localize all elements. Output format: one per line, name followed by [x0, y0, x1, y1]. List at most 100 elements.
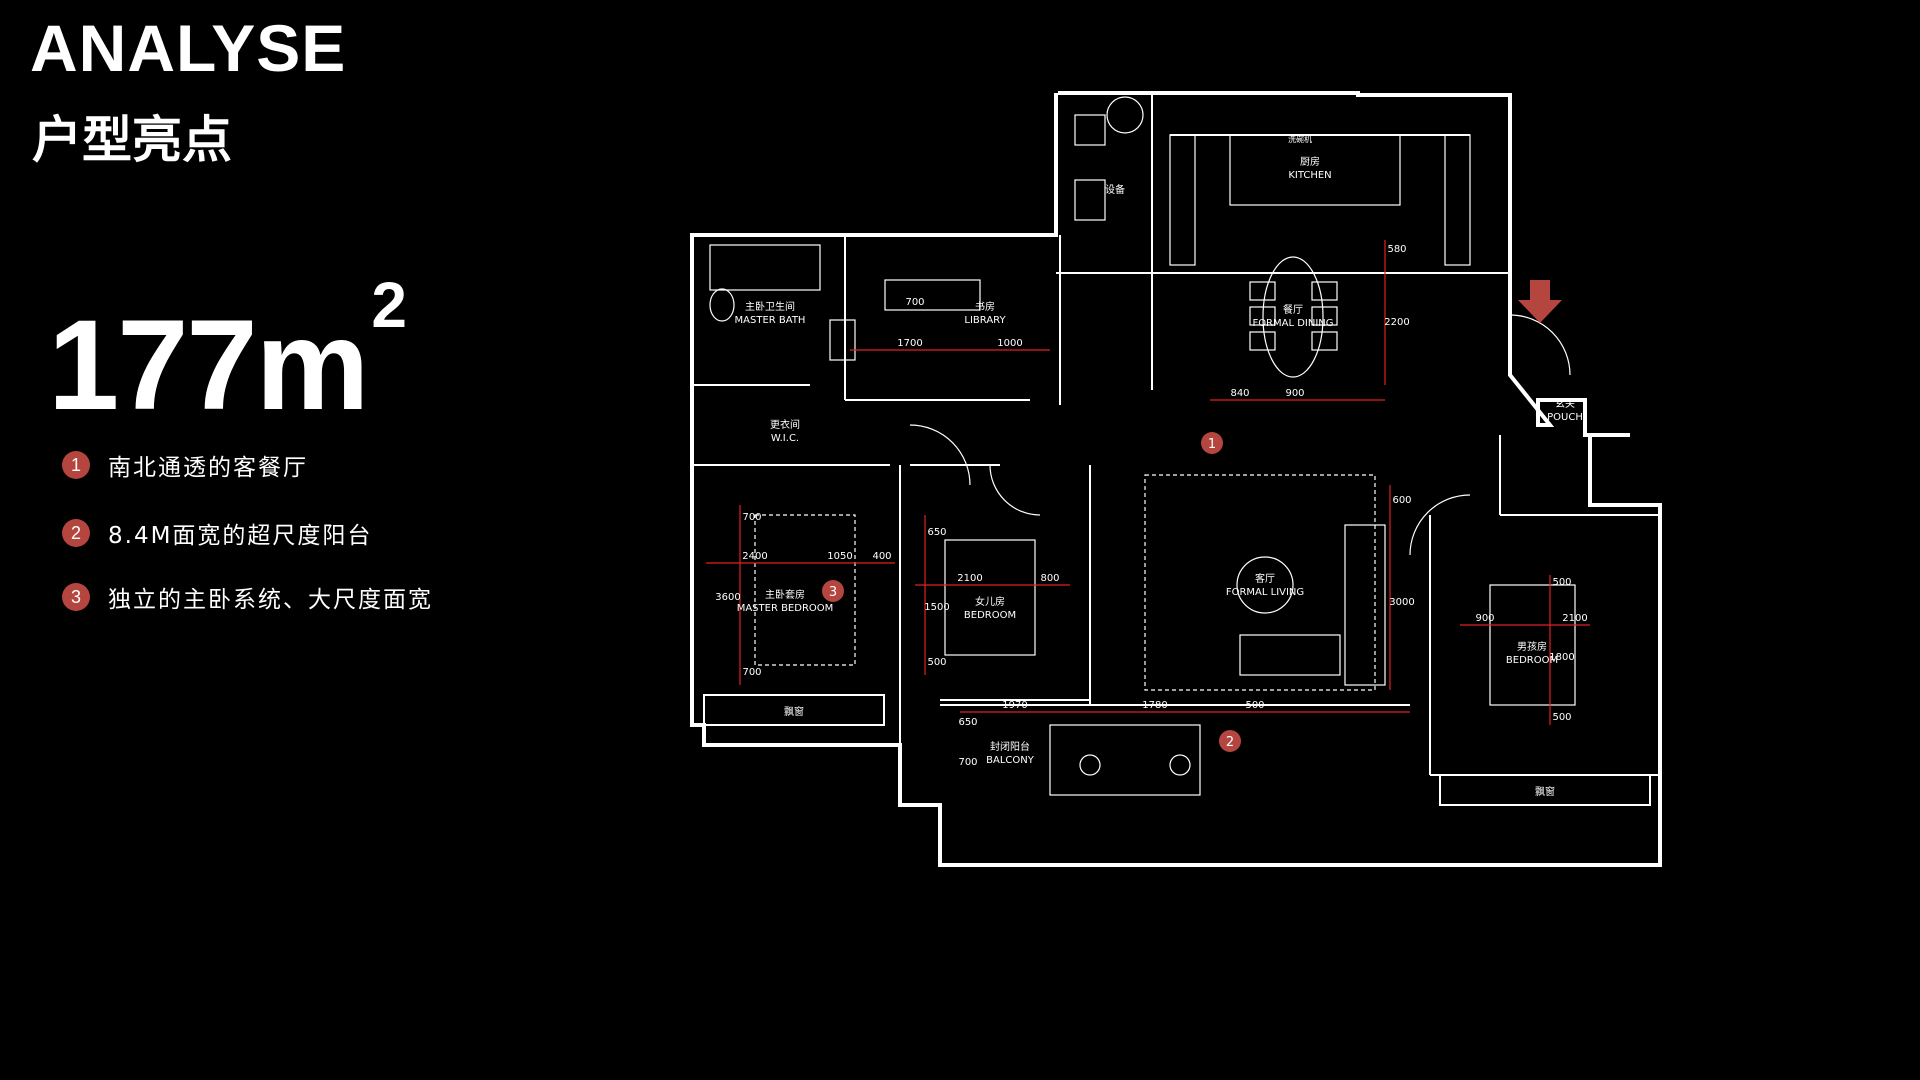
- counter: [1444, 134, 1471, 266]
- highlight-text: 独立的主卧系统、大尺度面宽: [108, 587, 433, 613]
- marker-1: [1201, 432, 1223, 454]
- highlight-badge: 1: [62, 451, 90, 479]
- dimension-lines: [706, 240, 1590, 725]
- dim-label: 500: [1552, 577, 1571, 588]
- dim-label: 3000: [1389, 597, 1414, 608]
- chair: [1249, 306, 1276, 326]
- area-unit-sup: 2: [371, 269, 407, 342]
- dim-label: 650: [958, 717, 977, 728]
- room-label: 玄关: [1555, 397, 1575, 410]
- exterior-walls: [690, 91, 1662, 867]
- bay-window-right: [1439, 774, 1651, 806]
- area-number: 177m: [48, 294, 369, 437]
- planter: [1079, 754, 1101, 776]
- dim-label: 650: [927, 527, 946, 538]
- dining-table: [1262, 256, 1324, 378]
- room-label: FORMAL LIVING: [1226, 587, 1304, 598]
- room-labels: 设备 厨房 KITCHEN 洗碗机 主卧卫生间 MASTER BATH 书房 L…: [735, 134, 1583, 798]
- marker-2: [1219, 730, 1241, 752]
- highlight-text: 8.4M面宽的超尺度阳台: [108, 523, 373, 549]
- dim-label: 500: [1552, 712, 1571, 723]
- bay-window-left: [703, 694, 885, 726]
- room-label: 封闭阳台: [990, 740, 1030, 753]
- bed-daughter: [944, 539, 1036, 656]
- bed-master: [754, 514, 856, 666]
- bathtub: [709, 244, 821, 291]
- marker-label: 2: [1226, 735, 1234, 750]
- marker-3: [822, 580, 844, 602]
- door-swing: [1509, 314, 1571, 376]
- area-value: 177m2: [48, 269, 407, 439]
- dim-label: 500: [927, 657, 946, 668]
- dim-label: 2200: [1384, 317, 1409, 328]
- bed-son: [1489, 584, 1576, 706]
- dim-label: 900: [1285, 388, 1304, 399]
- plan-markers: 1 2 3: [822, 432, 1241, 752]
- dim-label: 900: [1475, 613, 1494, 624]
- dim-label: 1800: [1549, 652, 1574, 663]
- room-label: 更衣间: [770, 418, 800, 431]
- dim-label: 2400: [742, 551, 767, 562]
- chair: [1249, 331, 1276, 351]
- room-label: 客厅: [1255, 572, 1275, 585]
- chair: [1311, 306, 1338, 326]
- dim-label: 2100: [957, 573, 982, 584]
- floor-plan: 设备 厨房 KITCHEN 洗碗机 主卧卫生间 MASTER BATH 书房 L…: [690, 91, 1662, 867]
- room-label: 主卧套房: [765, 588, 805, 601]
- dim-label: 580: [1387, 244, 1406, 255]
- marker-label: 1: [1208, 437, 1216, 452]
- room-label: POUCH: [1547, 412, 1583, 423]
- coffee-table: [1236, 556, 1294, 614]
- room-label: LIBRARY: [964, 315, 1006, 326]
- balcony-unit: [1049, 724, 1201, 796]
- dim-label: 840: [1230, 388, 1249, 399]
- room-label: MASTER BEDROOM: [737, 603, 834, 614]
- dim-label: 1970: [1002, 700, 1027, 711]
- dim-label: 1780: [1142, 700, 1167, 711]
- dim-label: 1700: [897, 338, 922, 349]
- sofa: [1239, 634, 1341, 676]
- desk: [884, 279, 981, 311]
- door-swing: [989, 464, 1041, 516]
- highlight-badge: 3: [62, 583, 90, 611]
- room-label: 女儿房: [975, 595, 1005, 608]
- chair: [1311, 331, 1338, 351]
- page-subtitle: 户型亮点: [32, 111, 232, 169]
- dim-label: 700: [742, 667, 761, 678]
- outer-wall: [690, 91, 1662, 867]
- living-rug: [1144, 474, 1376, 691]
- dim-label: 1000: [997, 338, 1022, 349]
- marker-label: 3: [829, 585, 837, 600]
- appliance: [1074, 179, 1106, 221]
- counter: [1169, 134, 1196, 266]
- highlight-item-1: 1 南北通透的客餐厅: [62, 448, 308, 482]
- dim-label: 700: [958, 757, 977, 768]
- dim-label: 800: [1040, 573, 1059, 584]
- door-swing: [909, 424, 971, 486]
- highlight-item-2: 2 8.4M面宽的超尺度阳台: [62, 516, 372, 550]
- sofa: [1344, 524, 1386, 686]
- water-heater: [1106, 96, 1144, 134]
- dim-label: 500: [1245, 700, 1264, 711]
- dim-label: 600: [1392, 495, 1411, 506]
- toilet: [709, 288, 735, 322]
- dimension-labels: 580 2200 840 900 700 1700 1000 700 2400 …: [715, 244, 1587, 768]
- room-label: MASTER BATH: [735, 315, 806, 326]
- interior-walls: [692, 93, 1660, 806]
- planter: [1169, 754, 1191, 776]
- room-label: 设备: [1105, 183, 1125, 196]
- room-label: 餐厅: [1283, 303, 1303, 316]
- sink: [829, 319, 856, 361]
- room-label: BALCONY: [986, 755, 1035, 766]
- highlight-text: 南北通透的客餐厅: [108, 455, 308, 481]
- dim-label: 400: [872, 551, 891, 562]
- dim-label: 2100: [1562, 613, 1587, 624]
- room-label: 男孩房: [1517, 640, 1547, 653]
- room-label: 飘窗: [784, 705, 804, 718]
- room-label: KITCHEN: [1288, 170, 1331, 181]
- room-label: 厨房: [1300, 155, 1320, 168]
- room-label: BEDROOM: [964, 610, 1016, 621]
- dim-label: 1050: [827, 551, 852, 562]
- door-swing: [1409, 494, 1471, 556]
- entry-arrow-icon: [1518, 280, 1562, 323]
